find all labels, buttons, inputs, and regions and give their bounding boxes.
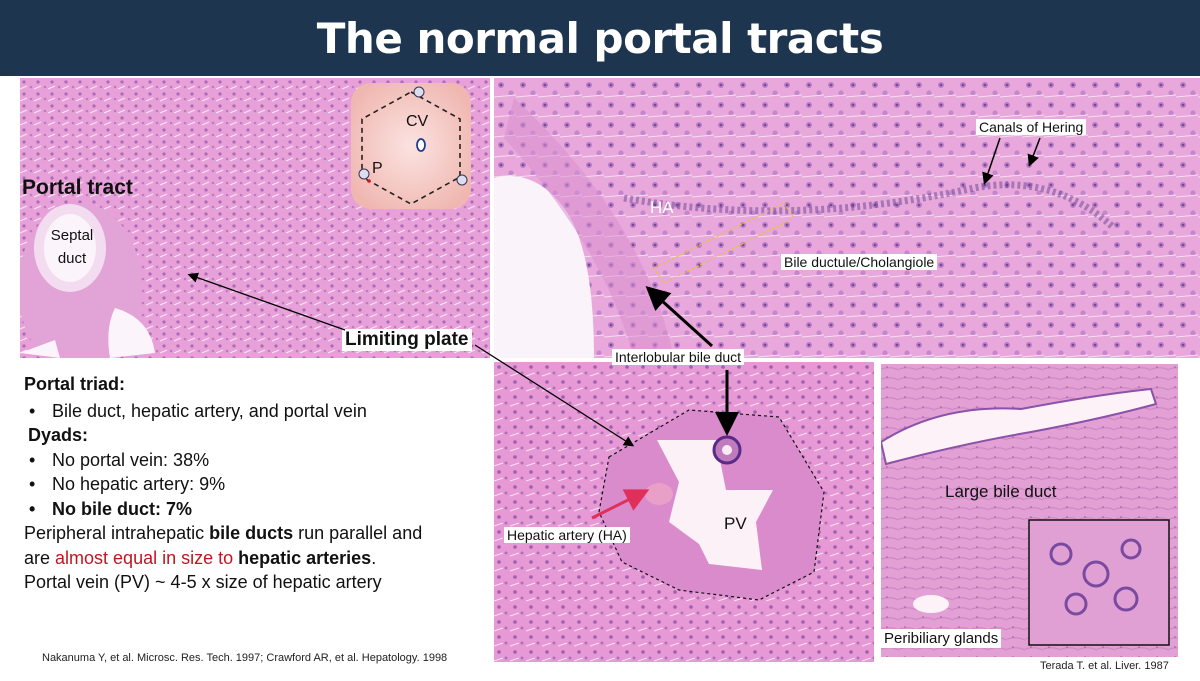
sentence-part: run parallel and xyxy=(293,523,423,543)
bile-ductule-label: Bile ductule/Cholangiole xyxy=(781,254,938,270)
triad-item-text: Bile duct, hepatic artery, and portal ve… xyxy=(52,400,367,421)
bile-ductule-micrograph xyxy=(494,78,1200,358)
dyad-item-text: No bile duct: 7% xyxy=(52,498,193,519)
inset-cv-label: CV xyxy=(406,113,429,130)
ha-label: HA xyxy=(650,198,674,217)
bullet: • xyxy=(29,498,36,519)
bullet: • xyxy=(29,449,36,470)
sentence-part: are xyxy=(24,547,56,568)
bullet: • xyxy=(29,400,36,421)
dyads-heading: Dyads: xyxy=(28,425,89,445)
histology-panel-portal-tract: CV P Portal tract Septal duct xyxy=(20,78,490,358)
sentence-bold: hepatic arteries xyxy=(233,547,372,568)
dyad-item: • No bile duct: 7% xyxy=(24,497,494,522)
parallel-sentence: Peripheral intrahepatic bile ducts run p… xyxy=(24,521,494,546)
dyad-item-text: No hepatic artery: 9% xyxy=(52,474,226,494)
histology-panel-bile-ductules: Canals of Hering HA Bile ductule/Cholang… xyxy=(494,78,1200,358)
dyad-item: • No portal vein: 38% xyxy=(24,448,494,473)
citation-left: Nakanuma Y, et al. Microsc. Res. Tech. 1… xyxy=(42,652,448,664)
citation-right: Terada T. et al. Liver. 1987 xyxy=(1040,660,1169,672)
large-bile-duct-label: Large bile duct xyxy=(945,482,1057,501)
large-bile-duct-micrograph xyxy=(881,364,1178,657)
pv-label: PV xyxy=(724,514,747,533)
septal-duct-label: Septal duct xyxy=(47,224,97,270)
histology-panel-portal-triad: PV Hepatic artery (HA) xyxy=(494,362,874,662)
triad-item: • Bile duct, hepatic artery, and portal v… xyxy=(24,399,494,424)
histology-panel-large-bile-duct: Large bile duct Peribiliary glands xyxy=(881,364,1178,657)
sentence-part: Peripheral intrahepatic xyxy=(24,523,210,543)
slide-title: The normal portal tracts xyxy=(316,13,884,63)
portal-tract-label: Portal tract xyxy=(22,176,133,199)
portal-triad-micrograph xyxy=(494,362,874,662)
title-bar: The normal portal tracts xyxy=(0,0,1200,76)
septal-duct-text: Septal duct xyxy=(50,227,94,267)
dyad-item: • No hepatic artery: 9% xyxy=(24,472,494,497)
inset-p-label: P xyxy=(372,160,383,177)
lobule-diagram-inset xyxy=(351,83,471,209)
sentence-part: . xyxy=(371,547,377,568)
peribiliary-glands-label: Peribiliary glands xyxy=(881,629,1002,648)
sentence-highlight: almost equal in size to xyxy=(55,547,234,568)
hepatic-artery-label: Hepatic artery (HA) xyxy=(504,527,630,543)
interlobular-bile-duct-label: Interlobular bile duct xyxy=(612,349,745,365)
portal-vein-sentence: Portal vein (PV) ~ 4-5 x size of hepatic… xyxy=(24,572,382,592)
size-sentence: are almost equal in size to hepatic arte… xyxy=(24,546,494,571)
dyad-item-text: No portal vein: 38% xyxy=(52,449,210,470)
canals-of-hering-label: Canals of Hering xyxy=(976,119,1087,135)
portal-triad-notes: Portal triad: • Bile duct, hepatic artery… xyxy=(24,372,494,595)
bullet: • xyxy=(29,474,36,494)
sentence-bold: bile ducts xyxy=(209,523,294,543)
portal-triad-heading: Portal triad: xyxy=(24,374,126,394)
limiting-plate-label: Limiting plate xyxy=(342,329,472,351)
